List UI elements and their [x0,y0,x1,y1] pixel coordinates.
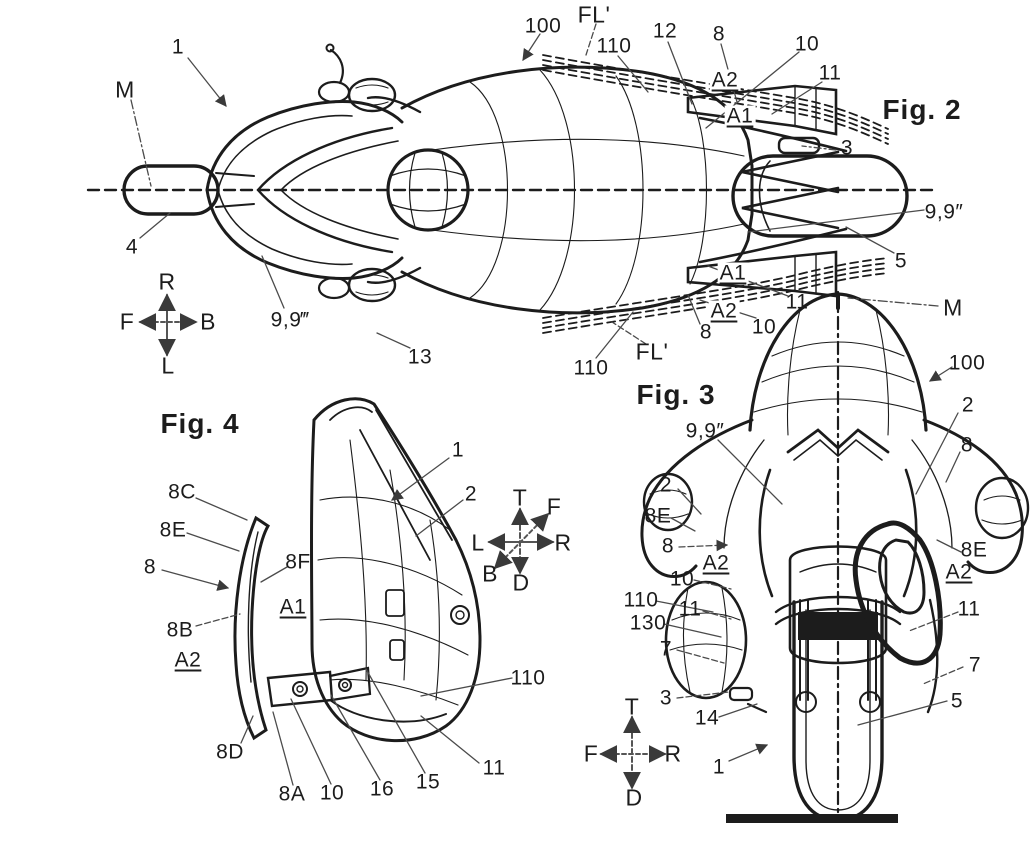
fig2-rear-wheel [731,154,909,238]
fig3-leader-lines [655,297,964,762]
fig4-bracket [266,670,334,708]
fig3-left-leg [664,580,748,700]
fig2-rider-body [400,65,754,315]
fig3-drawing [599,290,1030,823]
fig2-winglet-bottom [686,250,838,298]
fig4-drawing [161,397,555,786]
fig2-drawing [86,23,935,359]
fig4-compass [487,507,555,575]
fig3-left-arm [640,418,754,578]
fig4-winglet-blade [233,515,270,741]
fig3-ground-line [726,814,898,823]
fig2-exhaust [777,136,821,155]
fig4-leader-lines [161,457,513,786]
fig2-compass [138,293,198,357]
fig4-fairing-panel [310,397,482,743]
fig3-compass [599,715,667,790]
fig3-right-arm [922,418,1024,574]
fig3-winglet-pod [852,520,943,666]
fig2-helmet [386,148,470,232]
fig2-leader-lines [130,23,925,359]
fig3-helmet [748,292,928,432]
